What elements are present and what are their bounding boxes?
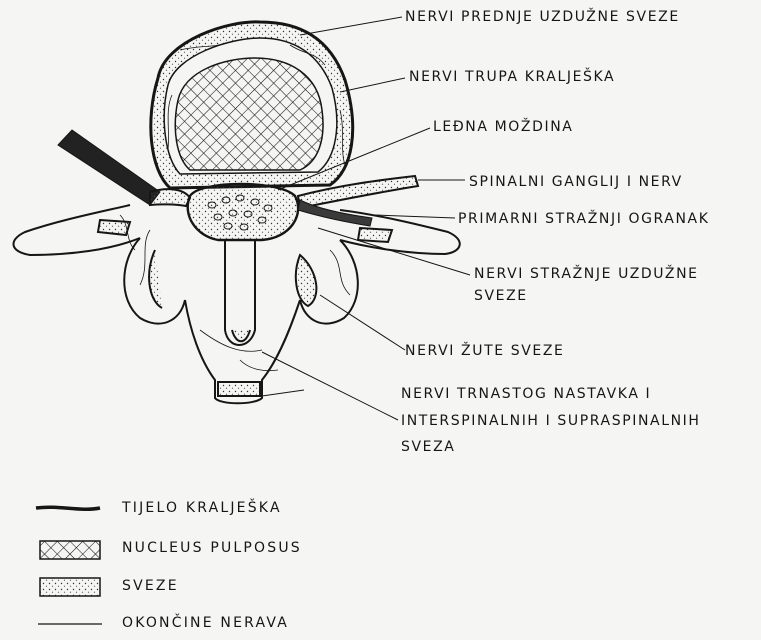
label-nervi-trupa-kraljeska: NERVI TRUPA KRALJEŠKA [409, 67, 615, 87]
label-nervi-trnastog-line1: NERVI TRNASTOG NASTAVKA I [401, 384, 651, 404]
legend-tijelo-kraljeska: TIJELO KRALJEŠKA [122, 500, 282, 516]
label-primarni-strazni-ogranak: PRIMARNI STRAŽNJI OGRANAK [458, 209, 710, 229]
legend-okoncine-nerava: OKONČINE NERAVA [122, 615, 289, 631]
legend-nucleus-pulposus: NUCLEUS PULPOSUS [122, 540, 302, 556]
label-nervi-trnastog-line2: INTERSPINALNIH I SUPRASPINALNIH [401, 411, 701, 431]
legend-nucleus-symbol [40, 541, 100, 559]
label-nervi-prednje-uzduzne-sveze: NERVI PREDNJE UZDUŽNE SVEZE [405, 7, 680, 27]
legend-sveze: SVEZE [122, 578, 179, 594]
vertebral-body [151, 22, 353, 188]
label-nervi-zute-sveze: NERVI ŽUTE SVEZE [405, 341, 564, 361]
label-nervi-trnastog-line3: SVEZA [401, 437, 455, 457]
spinal-canal [188, 184, 298, 240]
label-ledna-mozdina: LEĐNA MOŽDINA [433, 117, 573, 137]
legend-symbols [36, 507, 102, 624]
legend-tijelo-symbol [36, 507, 100, 509]
label-nervi-straznje-uzduzne-line2: SVEZE [474, 286, 528, 306]
legend-sveze-symbol [40, 578, 100, 596]
nucleus-pulposus [175, 58, 323, 170]
posterior-arch [124, 238, 358, 403]
label-nervi-straznje-uzduzne-line1: NERVI STRAŽNJE UZDUŽNE [474, 264, 699, 284]
label-spinalni-ganglij-i-nerv: SPINALNI GANGLIJ I NERV [469, 172, 683, 192]
